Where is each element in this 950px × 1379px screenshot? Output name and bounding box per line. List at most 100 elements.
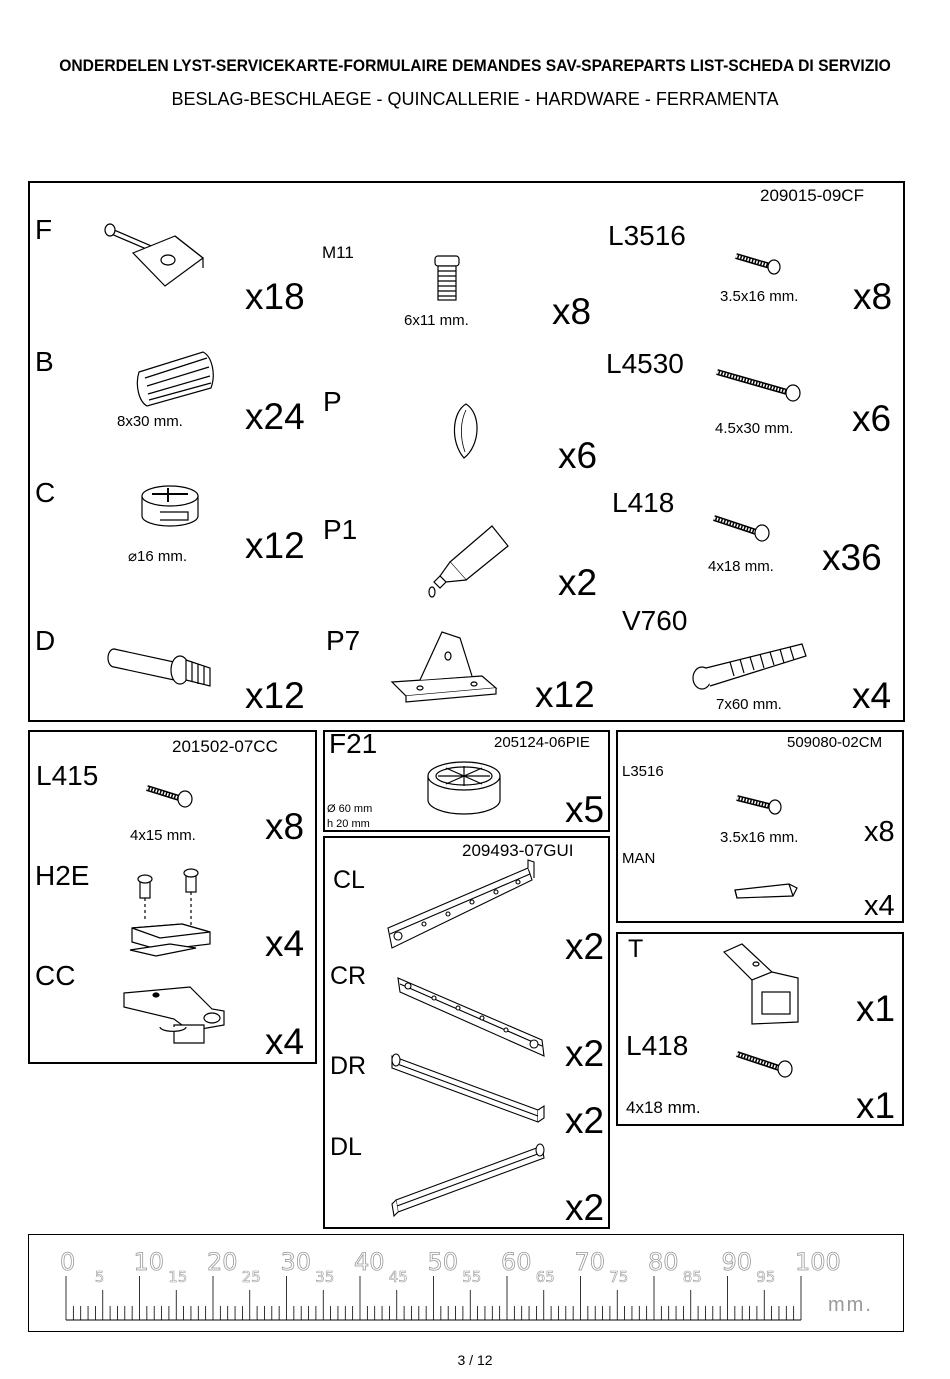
part-t-l418-drawing: [736, 1051, 793, 1078]
part-cc-label: CC: [35, 960, 76, 991]
cc-hardware-box: [28, 730, 317, 1064]
ruler-minor-label: 95: [756, 1268, 775, 1286]
ruler-box: [28, 1234, 904, 1332]
part-f21-qty: x5: [565, 789, 605, 830]
part-cl-qty: x2: [565, 926, 605, 967]
ruler-major-label: 70: [575, 1248, 606, 1276]
part-d-label: D: [35, 625, 56, 656]
part-p-label: P: [323, 386, 342, 417]
page-subtitle: BESLAG-BESCHLAEGE - QUINCALLERIE - HARDW…: [171, 89, 779, 109]
ruler-minor-label: 65: [536, 1268, 555, 1286]
part-dl-slide-drawing: [391, 1143, 545, 1218]
part-t-label: T: [628, 935, 644, 963]
cm-part-man-label: MAN: [622, 850, 656, 867]
main-box-code: 209015-09CF: [760, 186, 864, 205]
part-d-bolt-drawing: [107, 648, 211, 687]
part-v760-qty: x4: [852, 675, 892, 716]
part-p1-glue-drawing: [428, 525, 509, 598]
part-p1-qty: x2: [558, 562, 598, 603]
part-t-qty: x1: [856, 988, 896, 1029]
ruler-major-label: 100: [795, 1248, 841, 1276]
cm-part-l3516-qty: x8: [864, 816, 895, 848]
part-cc-qty: x4: [265, 1021, 305, 1062]
part-b-qty: x24: [245, 396, 305, 437]
part-c-label: C: [35, 477, 56, 508]
part-cr-slide-drawing: [397, 977, 545, 1057]
part-p-qty: x6: [558, 435, 598, 476]
part-cl-slide-drawing: [387, 859, 535, 949]
cm-box-code: 509080-02CM: [787, 734, 883, 751]
part-h2e-label: H2E: [35, 860, 90, 891]
part-dl-label: DL: [330, 1133, 362, 1161]
part-b-dim: 8x30 mm.: [117, 413, 183, 430]
cm-part-l3516-label: L3516: [622, 763, 664, 780]
part-f-qty: x18: [245, 276, 305, 317]
part-l418-drawing: [713, 515, 770, 542]
ruler-major-label: 0: [60, 1248, 75, 1276]
page-title: ONDERDELEN LYST-SERVICEKARTE-FORMULAIRE …: [59, 56, 891, 75]
ruler-major-label: 40: [354, 1248, 385, 1276]
part-m11-qty: x8: [552, 291, 592, 332]
cm-part-l3516-drawing: [736, 795, 782, 815]
ruler-major-label: 80: [648, 1248, 679, 1276]
part-p7-label: P7: [326, 625, 361, 656]
part-f21-foot-drawing: [427, 761, 501, 815]
ruler-major-label: 90: [722, 1248, 753, 1276]
ruler-unit: mm.: [828, 1294, 873, 1316]
pie-box-code: 205124-06PIE: [494, 734, 590, 751]
part-l3516-drawing: [735, 253, 781, 275]
part-cl-label: CL: [333, 866, 365, 894]
main-hardware-box: [28, 181, 905, 722]
part-f21-diameter: Ø 60 mm: [327, 803, 373, 815]
part-p-cap-drawing: [453, 403, 478, 459]
part-d-qty: x12: [245, 675, 305, 716]
ruler-minor-label: 55: [462, 1268, 481, 1286]
part-c-cam-lock-drawing: [141, 485, 199, 527]
part-h2e-qty: x4: [265, 923, 305, 964]
cm-part-man-drawing: [734, 883, 798, 899]
part-l418-label: L418: [612, 487, 675, 518]
part-dr-slide-drawing: [391, 1053, 545, 1123]
gui-box-code: 209493-07GUI: [462, 841, 574, 860]
cm-box: [616, 730, 904, 923]
part-l415-drawing: [146, 785, 193, 808]
part-f21-height: h 20 mm: [327, 818, 370, 830]
part-b-label: B: [35, 346, 54, 377]
cm-part-man-qty: x4: [864, 890, 895, 922]
part-l4530-dim: 4.5x30 mm.: [715, 420, 794, 437]
part-l415-qty: x8: [265, 806, 305, 847]
gui-slides-box: [323, 836, 610, 1229]
part-m11-dim: 6x11 mm.: [404, 312, 469, 329]
part-dr-qty: x2: [565, 1100, 605, 1141]
cc-box-code: 201502-07CC: [172, 737, 278, 756]
part-cr-qty: x2: [565, 1033, 605, 1074]
part-dl-qty: x2: [565, 1187, 605, 1228]
ruler-minor-label: 5: [95, 1268, 105, 1286]
part-l3516-qty: x8: [853, 276, 893, 317]
part-f-drawing: [104, 223, 204, 287]
ruler-minor-label: 35: [315, 1268, 334, 1286]
part-cc-connector-drawing: [123, 986, 225, 1044]
part-c-dim: ⌀16 mm.: [128, 548, 188, 565]
part-p7-bracket-drawing: [390, 631, 498, 703]
cm-part-l3516-dim: 3.5x16 mm.: [720, 829, 799, 846]
part-l4530-drawing: [716, 369, 801, 402]
t-box: [616, 932, 904, 1126]
part-t-bracket-drawing: [722, 943, 799, 1025]
part-b-dowel-drawing: [136, 351, 214, 407]
page-number: 3 / 12: [457, 1352, 493, 1368]
part-dr-label: DR: [330, 1052, 367, 1080]
part-l418-qty: x36: [822, 537, 882, 578]
part-h2e-drawing: [129, 868, 211, 957]
ruler-minor-label: 25: [242, 1268, 261, 1286]
part-l415-label: L415: [36, 760, 99, 791]
ruler-minor-label: 45: [389, 1268, 408, 1286]
part-l415-dim: 4x15 mm.: [130, 827, 196, 844]
part-v760-screw-drawing: [692, 643, 807, 690]
ruler-minor-label: 15: [168, 1268, 187, 1286]
ruler-major-label: 50: [428, 1248, 459, 1276]
part-p1-label: P1: [323, 514, 358, 545]
part-l4530-qty: x6: [852, 398, 892, 439]
part-p7-qty: x12: [535, 674, 595, 715]
